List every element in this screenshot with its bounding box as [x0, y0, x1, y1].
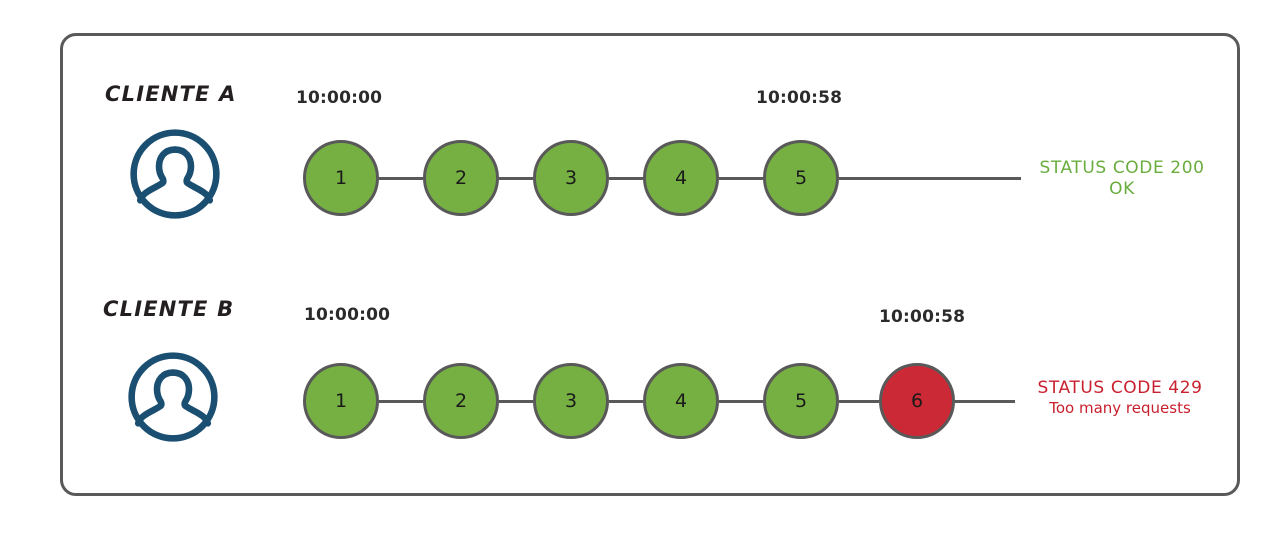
- status-a-text: OK: [1109, 178, 1135, 199]
- request-node-b-2[interactable]: 2: [423, 363, 499, 439]
- request-node-a-1[interactable]: 1: [303, 140, 379, 216]
- connector-b-4-5: [719, 400, 763, 403]
- request-node-b-6-label: 6: [910, 390, 924, 412]
- user-avatar-icon: [128, 352, 218, 442]
- request-node-b-3[interactable]: 3: [533, 363, 609, 439]
- status-b-text: Too many requests: [1049, 398, 1191, 417]
- connector-a-5-status: [839, 177, 1021, 180]
- request-node-a-5-label: 5: [794, 167, 808, 189]
- request-node-a-4[interactable]: 4: [643, 140, 719, 216]
- request-node-b-5-label: 5: [794, 390, 808, 412]
- request-node-a-2[interactable]: 2: [423, 140, 499, 216]
- request-node-b-3-label: 3: [564, 390, 578, 412]
- client-b-start-time: 10:00:00: [304, 305, 391, 325]
- user-avatar-icon: [130, 129, 220, 219]
- connector-b-6-status: [955, 400, 1015, 403]
- request-node-a-2-label: 2: [454, 167, 468, 189]
- request-node-a-1-label: 1: [334, 167, 348, 189]
- request-node-b-1-label: 1: [334, 390, 348, 412]
- connector-b-2-3: [499, 400, 533, 403]
- connector-a-2-3: [499, 177, 533, 180]
- client-b-label: CLIENTE B: [103, 297, 235, 321]
- status-badge-b: STATUS CODE 429 Too many requests: [1014, 378, 1226, 417]
- connector-b-5-6: [839, 400, 879, 403]
- request-node-b-1[interactable]: 1: [303, 363, 379, 439]
- request-node-a-5[interactable]: 5: [763, 140, 839, 216]
- diagram-frame: [60, 33, 1240, 496]
- request-node-b-4-label: 4: [674, 390, 688, 412]
- request-node-a-4-label: 4: [674, 167, 688, 189]
- client-a-end-time: 10:00:58: [756, 88, 843, 108]
- connector-b-1-2: [379, 400, 423, 403]
- connector-a-4-5: [719, 177, 763, 180]
- connector-b-3-4: [609, 400, 643, 403]
- request-node-b-5[interactable]: 5: [763, 363, 839, 439]
- client-b-end-time: 10:00:58: [879, 307, 966, 327]
- request-node-b-4[interactable]: 4: [643, 363, 719, 439]
- request-node-a-3[interactable]: 3: [533, 140, 609, 216]
- connector-a-1-2: [379, 177, 423, 180]
- request-node-b-6[interactable]: 6: [879, 363, 955, 439]
- request-node-b-2-label: 2: [454, 390, 468, 412]
- client-a-start-time: 10:00:00: [296, 88, 383, 108]
- client-a-label: CLIENTE A: [105, 82, 237, 106]
- status-b-code: STATUS CODE 429: [1037, 378, 1203, 398]
- request-node-a-3-label: 3: [564, 167, 578, 189]
- status-badge-a: STATUS CODE 200 OK: [1022, 158, 1222, 199]
- status-a-code: STATUS CODE 200: [1039, 158, 1205, 178]
- connector-a-3-4: [609, 177, 643, 180]
